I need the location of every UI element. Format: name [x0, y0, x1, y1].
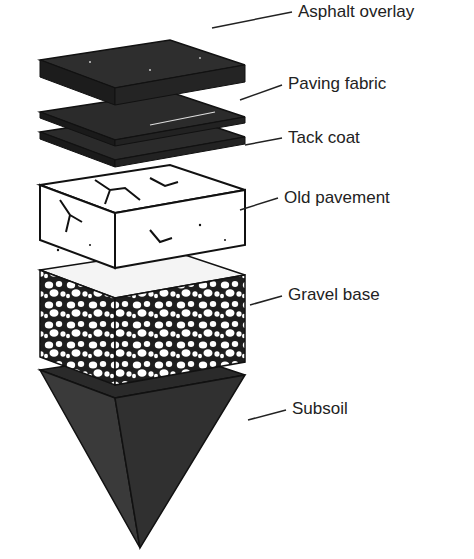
old-pavement-layer	[40, 165, 245, 268]
layer-label: Subsoil	[292, 399, 348, 419]
leader-lines	[212, 12, 292, 420]
gravel-layer	[40, 250, 245, 385]
layer-label: Gravel base	[288, 285, 380, 305]
layer-label: Asphalt overlay	[298, 2, 414, 22]
asphalt-layer	[40, 40, 245, 105]
layer-label: Paving fabric	[288, 74, 386, 94]
layer-label: Old pavement	[284, 188, 390, 208]
layer-label: Tack coat	[288, 128, 360, 148]
